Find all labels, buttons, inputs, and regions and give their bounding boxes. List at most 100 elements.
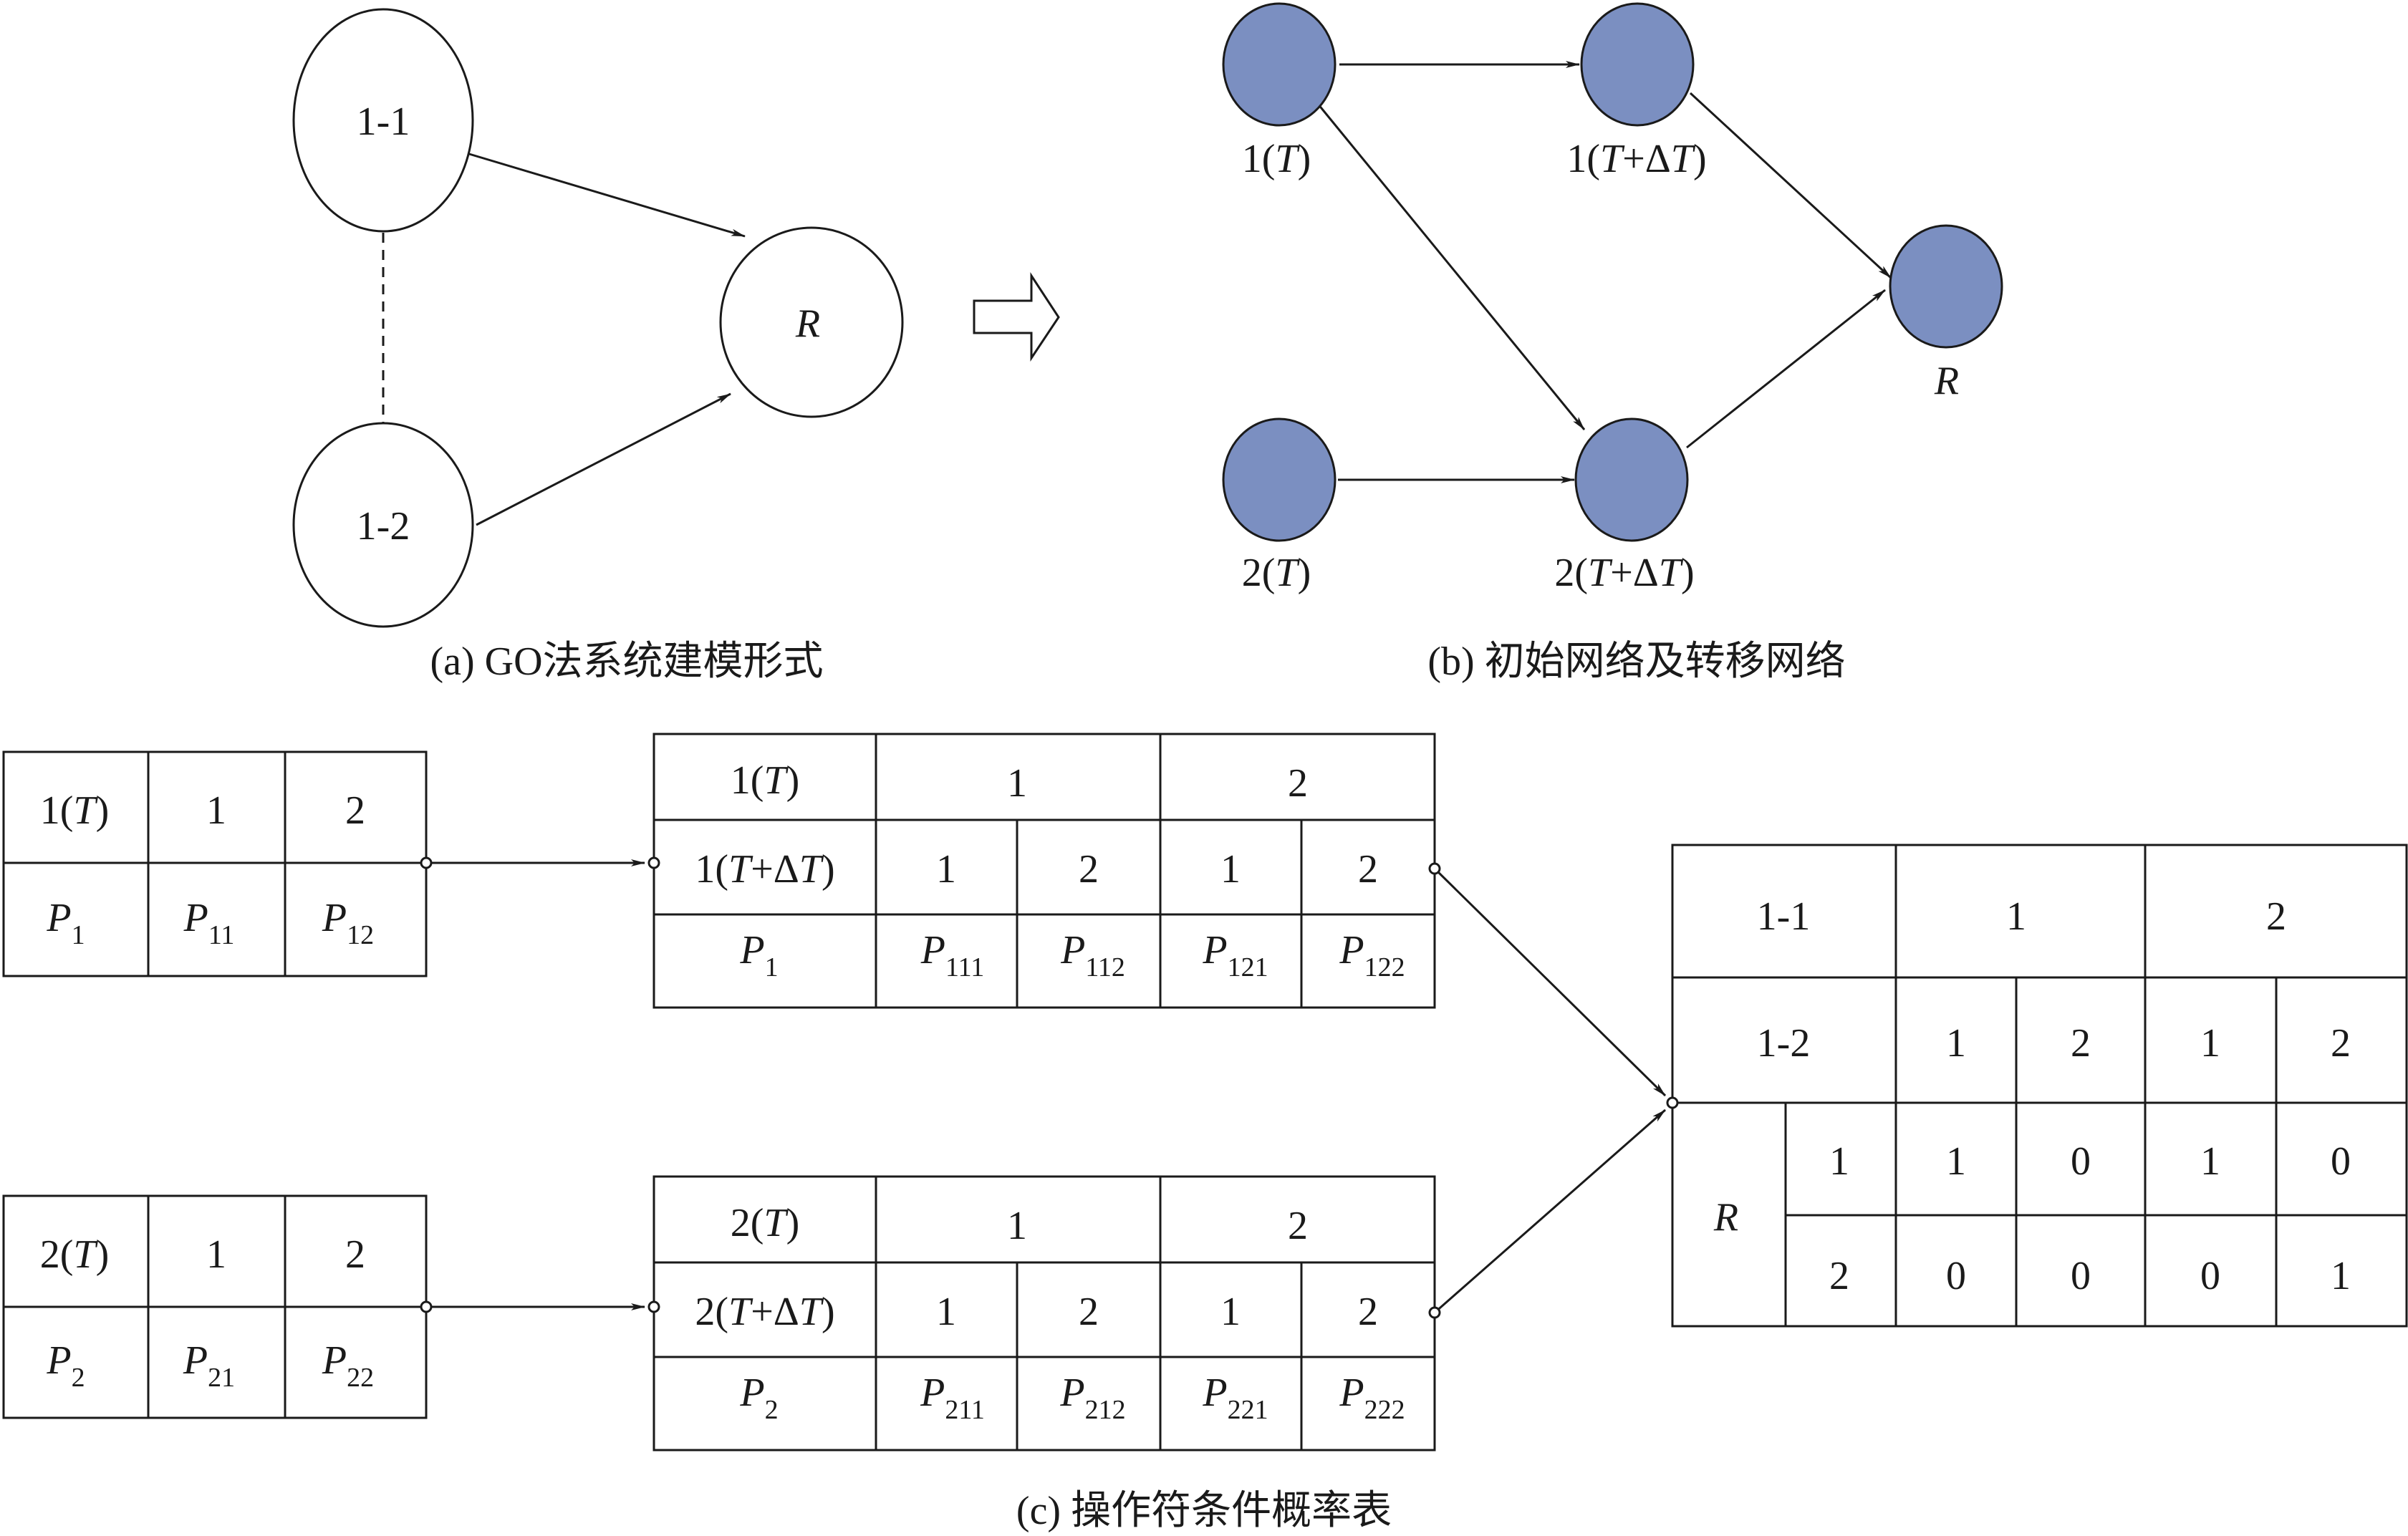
- svg-text:0: 0: [2071, 1139, 2091, 1184]
- svg-text:1-2: 1-2: [1757, 1021, 1811, 1066]
- node-1-1: [292, 8, 474, 233]
- connector-1TdT-to-r: [1433, 867, 1667, 1097]
- transition-arrow-icon: [973, 271, 1060, 362]
- svg-text:2: 2: [1288, 761, 1308, 806]
- svg-text:2: 2: [1358, 847, 1378, 892]
- svg-text:1: 1: [936, 847, 956, 892]
- svg-text:P121: P121: [1202, 928, 1268, 982]
- panel-c: [2, 733, 2408, 1452]
- table-r-text: 1-1 1 2 1-2 1 2 1 2 R 1 1 0 1 0 2 0 0 0 …: [1713, 894, 2351, 1298]
- svg-text:2(T): 2(T): [40, 1232, 109, 1277]
- svg-text:P222: P222: [1339, 1371, 1405, 1425]
- port-dot: [1666, 1096, 1679, 1109]
- svg-text:2: 2: [2266, 894, 2286, 939]
- node-1T-label: 1(T): [1242, 137, 1311, 181]
- svg-text:2(T+ΔT): 2(T+ΔT): [695, 1290, 834, 1334]
- node-2T: [1222, 417, 1337, 542]
- svg-text:2: 2: [1079, 1290, 1099, 1334]
- svg-text:1: 1: [1220, 847, 1241, 892]
- caption-c: (c) 操作符条件概率表: [1016, 1489, 1392, 1533]
- svg-text:1: 1: [206, 1232, 226, 1277]
- table-2TdT-text: 2(T) 1 2 2(T+ΔT) 1 2 1 2 P2 P211 P212 P2…: [695, 1201, 1405, 1425]
- svg-text:2: 2: [1288, 1204, 1308, 1248]
- svg-text:P2: P2: [739, 1371, 778, 1425]
- svg-text:P1: P1: [46, 896, 85, 950]
- svg-text:1: 1: [1220, 1290, 1241, 1334]
- svg-text:2: 2: [1358, 1290, 1378, 1334]
- svg-text:1: 1: [1007, 1204, 1027, 1248]
- edge-1-2-to-r: [476, 392, 731, 526]
- svg-text:0: 0: [2071, 1254, 2091, 1298]
- svg-text:2: 2: [1079, 847, 1099, 892]
- svg-text:P111: P111: [920, 928, 984, 982]
- port-dot: [647, 856, 660, 869]
- edge-1-1-to-r: [468, 153, 746, 238]
- port-dot: [1428, 862, 1441, 875]
- svg-text:P1: P1: [739, 928, 778, 982]
- svg-text:P221: P221: [1202, 1371, 1268, 1425]
- node-2TdT-label: 2(T+ΔT): [1554, 551, 1694, 595]
- svg-text:R: R: [1713, 1195, 1738, 1240]
- svg-text:2: 2: [2071, 1021, 2091, 1066]
- port-dot: [1428, 1306, 1441, 1319]
- table-1TdT-text: 1(T) 1 2 1(T+ΔT) 1 2 1 2 P1 P111 P112 P1…: [695, 758, 1405, 982]
- svg-text:0: 0: [2331, 1139, 2351, 1184]
- edge-2TdT-to-r: [1686, 289, 1886, 449]
- svg-text:P2: P2: [46, 1338, 85, 1393]
- svg-text:P212: P212: [1059, 1371, 1125, 1425]
- table-1TdT: [652, 733, 1436, 1009]
- node-r-a: [719, 226, 904, 418]
- svg-text:1: 1: [936, 1290, 956, 1334]
- svg-text:1(T+ΔT): 1(T+ΔT): [695, 847, 834, 892]
- svg-text:2: 2: [1829, 1254, 1849, 1298]
- svg-text:1: 1: [1946, 1139, 1966, 1184]
- port-dot: [420, 856, 433, 869]
- table-1T-text: 1(T) 1 2 P1 P11 P12: [40, 788, 374, 950]
- svg-text:P22: P22: [322, 1338, 374, 1393]
- svg-text:P21: P21: [183, 1338, 235, 1393]
- node-1-2: [292, 422, 474, 628]
- svg-text:P12: P12: [322, 896, 374, 950]
- node-1-1-label: 1-1: [357, 100, 410, 144]
- svg-text:1: 1: [2331, 1254, 2351, 1298]
- table-r: [1671, 844, 2408, 1328]
- svg-text:0: 0: [2200, 1254, 2220, 1298]
- table-2T-text: 2(T) 1 2 P2 P21 P22: [40, 1232, 374, 1393]
- svg-text:1: 1: [1829, 1139, 1849, 1184]
- panel-b: 1(T) 1(T+ΔT) 2(T) 2(T+ΔT) R (b) 初始网络及转移网…: [1222, 2, 2003, 684]
- svg-text:P122: P122: [1339, 928, 1405, 982]
- svg-text:1-1: 1-1: [1757, 894, 1811, 939]
- svg-text:0: 0: [1946, 1254, 1966, 1298]
- panel-a: 1-1 1-2 R (a) GO法系统建模形式: [292, 8, 904, 684]
- svg-text:1: 1: [2200, 1021, 2220, 1066]
- node-1T: [1222, 2, 1337, 127]
- node-2TdT: [1574, 417, 1689, 542]
- node-2T-label: 2(T): [1242, 551, 1311, 595]
- svg-text:2(T): 2(T): [731, 1201, 799, 1245]
- port-dot: [420, 1300, 433, 1313]
- node-1TdT-label: 1(T+ΔT): [1566, 137, 1706, 181]
- node-r-b-label: R: [1934, 359, 1959, 403]
- svg-text:1: 1: [2200, 1139, 2220, 1184]
- svg-text:2: 2: [345, 788, 365, 833]
- svg-text:P11: P11: [183, 896, 235, 950]
- connector-2TdT-to-r: [1434, 1108, 1666, 1314]
- caption-b: (b) 初始网络及转移网络: [1427, 639, 1845, 684]
- svg-text:1: 1: [206, 788, 226, 833]
- edge-1T-to-2TdT: [1316, 103, 1586, 430]
- node-r-a-label: R: [795, 301, 820, 346]
- port-dot: [647, 1300, 660, 1313]
- svg-text:1(T): 1(T): [731, 758, 799, 803]
- svg-text:1: 1: [1946, 1021, 1966, 1066]
- node-1TdT: [1580, 2, 1695, 127]
- svg-text:P112: P112: [1060, 928, 1125, 982]
- svg-text:1: 1: [1007, 761, 1027, 806]
- node-r-b: [1889, 224, 2003, 349]
- svg-text:1(T): 1(T): [40, 788, 109, 833]
- svg-text:P211: P211: [920, 1371, 985, 1425]
- svg-text:1: 1: [2006, 894, 2026, 939]
- svg-text:2: 2: [345, 1232, 365, 1277]
- caption-a: (a) GO法系统建模形式: [430, 639, 823, 684]
- node-1-2-label: 1-2: [357, 504, 410, 549]
